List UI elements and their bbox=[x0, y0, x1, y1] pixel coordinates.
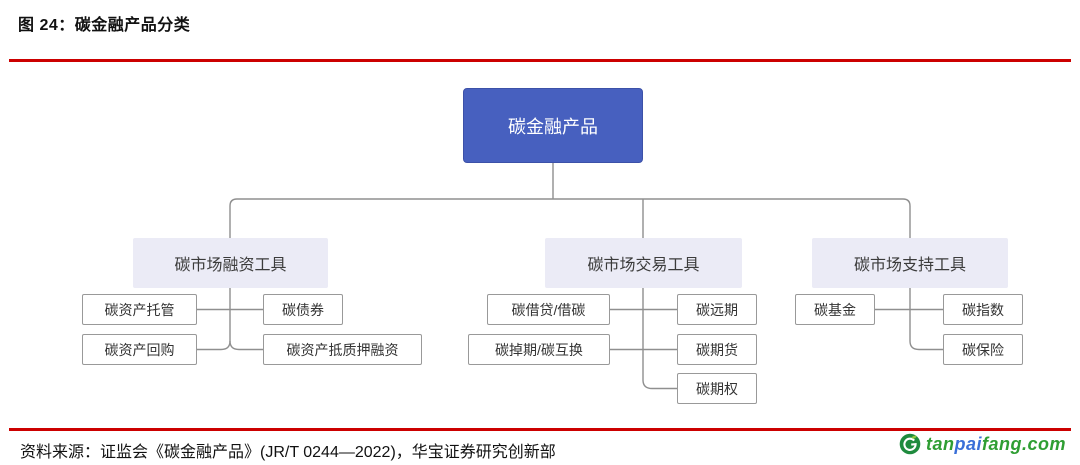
leaf-node-carbon-futures: 碳期货 bbox=[677, 334, 757, 365]
tanpaifang-leaf-icon bbox=[899, 433, 921, 455]
root-node-carbon-finance-products: 碳金融产品 bbox=[463, 88, 643, 163]
leaf-node-carbon-bond: 碳债券 bbox=[263, 294, 343, 325]
tanpaifang-logo: tanpaifang.com bbox=[899, 433, 1066, 455]
leaf-node-carbon-index: 碳指数 bbox=[943, 294, 1023, 325]
leaf-node-carbon-lending: 碳借贷/借碳 bbox=[487, 294, 610, 325]
figure-title: 图 24：碳金融产品分类 bbox=[18, 17, 191, 34]
category-node-financing-tools: 碳市场融资工具 bbox=[133, 238, 328, 288]
source-note: 资料来源：证监会《碳金融产品》(JR/T 0244—2022)，华宝证券研究创新… bbox=[20, 444, 556, 461]
category-node-support-tools: 碳市场支持工具 bbox=[812, 238, 1008, 288]
category-node-trading-tools: 碳市场交易工具 bbox=[545, 238, 742, 288]
logo-wordmark: tanpaifang.com bbox=[926, 434, 1066, 455]
leaf-node-carbon-asset-repurchase: 碳资产回购 bbox=[82, 334, 197, 365]
leaf-node-carbon-options: 碳期权 bbox=[677, 373, 757, 404]
logo-segment-fang-com: fang.com bbox=[981, 433, 1066, 454]
logo-segment-tan: tan bbox=[925, 433, 955, 454]
leaf-node-carbon-asset-custody: 碳资产托管 bbox=[82, 294, 197, 325]
leaf-node-carbon-asset-pledge-financing: 碳资产抵质押融资 bbox=[263, 334, 422, 365]
leaf-node-carbon-insurance: 碳保险 bbox=[943, 334, 1023, 365]
leaf-node-carbon-forward: 碳远期 bbox=[677, 294, 757, 325]
logo-segment-pai: pai bbox=[954, 433, 982, 454]
title-rule-line bbox=[9, 59, 1071, 62]
leaf-node-carbon-swap: 碳掉期/碳互换 bbox=[468, 334, 610, 365]
leaf-node-carbon-fund: 碳基金 bbox=[795, 294, 875, 325]
footer-rule-line bbox=[9, 428, 1071, 431]
